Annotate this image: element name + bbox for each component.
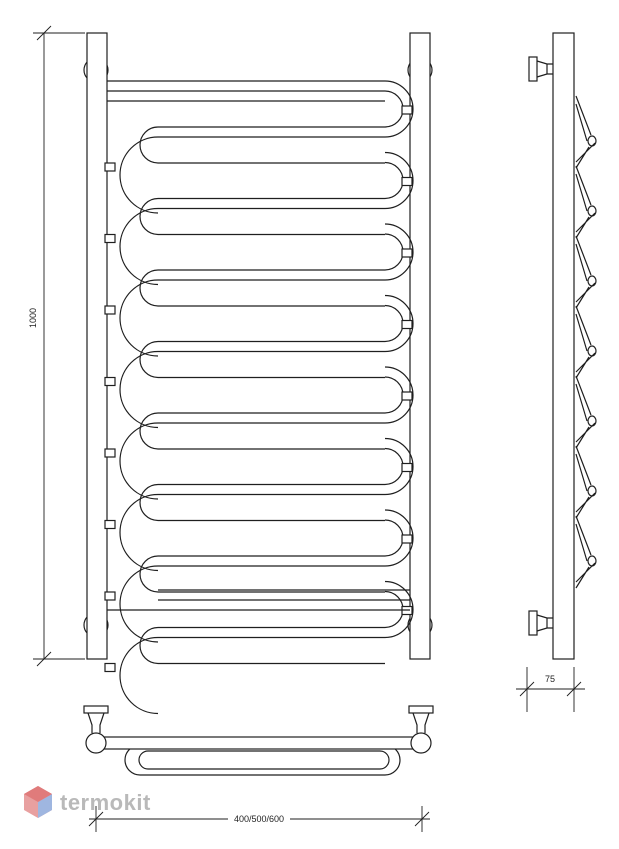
- depth-dimension: 75: [516, 667, 585, 712]
- zigzag-segment: [575, 375, 592, 422]
- top-view-loop-inner: [138, 750, 390, 770]
- brand-name: termokit: [60, 790, 151, 815]
- tube-bend-left: [139, 269, 159, 307]
- tube-bend-left: [139, 483, 159, 522]
- tube-bend-left: [139, 197, 159, 236]
- tube-bend-right: [384, 304, 404, 343]
- zigzag-cap: [587, 275, 597, 287]
- height-dimension: 1000: [28, 25, 85, 667]
- termokit-logo: [24, 786, 52, 818]
- tube-bend-right: [384, 509, 414, 567]
- zigzag-segment: [575, 95, 592, 142]
- tube-connector: [104, 376, 116, 387]
- zigzag-segment: [575, 212, 596, 239]
- depth-label: 75: [545, 674, 555, 684]
- zigzag-cap: [587, 555, 597, 567]
- tube-bend-left: [139, 340, 159, 379]
- side-bracket-bottom: [528, 610, 553, 636]
- tube-bend-right: [384, 223, 414, 281]
- tube-connector: [401, 248, 413, 258]
- height-label: 1000: [28, 308, 38, 328]
- tube-bend-left: [119, 350, 159, 429]
- zigzag-segment: [575, 352, 596, 379]
- zigzag-cap: [587, 345, 597, 357]
- tube-connector: [401, 391, 413, 401]
- tube-connector: [401, 534, 413, 544]
- zigzag-cap: [587, 205, 597, 217]
- top-view-bracket-right: [408, 705, 434, 754]
- tube-bend-right: [384, 294, 414, 353]
- zigzag-segment: [575, 142, 596, 169]
- tube-connector: [104, 519, 116, 530]
- tube-connector: [104, 233, 116, 244]
- tube-connector: [401, 176, 413, 187]
- tube-bend-left: [119, 493, 159, 572]
- zigzag-segment: [575, 235, 592, 282]
- front-view: [83, 32, 433, 715]
- tube-bend-right: [384, 447, 404, 486]
- tube-bend-left: [139, 126, 159, 164]
- zigzag-segment: [575, 515, 592, 562]
- tube-bend-right: [384, 151, 414, 210]
- tube-connector: [401, 319, 413, 330]
- tube-bend-right: [384, 161, 404, 200]
- zigzag-segment: [575, 422, 596, 449]
- width-dimension: 400/500/600: [88, 806, 430, 832]
- left-post: [86, 32, 108, 660]
- tube-connector: [104, 448, 116, 458]
- zigzag-segment: [575, 305, 592, 352]
- tube-connector: [401, 462, 413, 473]
- zigzag-segment: [575, 445, 592, 492]
- right-post: [409, 32, 431, 660]
- tube-bend-right: [384, 519, 404, 557]
- tube-bend-right: [384, 80, 414, 138]
- top-view: [83, 705, 434, 776]
- side-zigzag-tubes: [575, 95, 597, 589]
- tube-connector: [104, 662, 116, 673]
- zigzag-cap: [587, 135, 597, 147]
- tube-bend-right: [384, 233, 404, 271]
- tube-connector: [104, 591, 116, 601]
- tube-bend-right: [384, 437, 414, 496]
- tube-bend-left: [139, 412, 159, 450]
- zigzag-segment: [575, 282, 596, 309]
- tube-bend-left: [119, 636, 159, 715]
- tube-bend-left: [119, 207, 159, 286]
- tube-bend-right: [384, 366, 414, 424]
- tube-connector: [104, 305, 116, 315]
- width-label: 400/500/600: [234, 814, 284, 824]
- zigzag-segment: [575, 165, 592, 212]
- zigzag-cap: [587, 485, 597, 497]
- tube-bend-left: [119, 136, 159, 214]
- tube-bend-left: [139, 555, 159, 593]
- zigzag-segment: [575, 492, 596, 519]
- tube-connector: [104, 162, 116, 172]
- tube-bend-left: [139, 626, 159, 665]
- zigzag-segment: [575, 562, 596, 589]
- side-view: [528, 32, 597, 660]
- top-view-loop-outer: [124, 744, 401, 776]
- tube-bend-right: [384, 90, 404, 128]
- tube-bend-right: [384, 376, 404, 414]
- tube-bend-right: [384, 580, 414, 639]
- tube-bend-left: [119, 565, 159, 643]
- logo-icon: [24, 786, 52, 818]
- side-bracket-top: [528, 56, 553, 82]
- side-post: [552, 32, 575, 660]
- tube-bend-left: [119, 279, 159, 357]
- zigzag-cap: [587, 415, 597, 427]
- serpentine-tubes: [104, 80, 414, 715]
- top-view-bracket-left: [83, 705, 109, 754]
- tube-connector: [401, 105, 413, 115]
- tube-bend-left: [119, 422, 159, 500]
- top-view-rail: [96, 736, 424, 750]
